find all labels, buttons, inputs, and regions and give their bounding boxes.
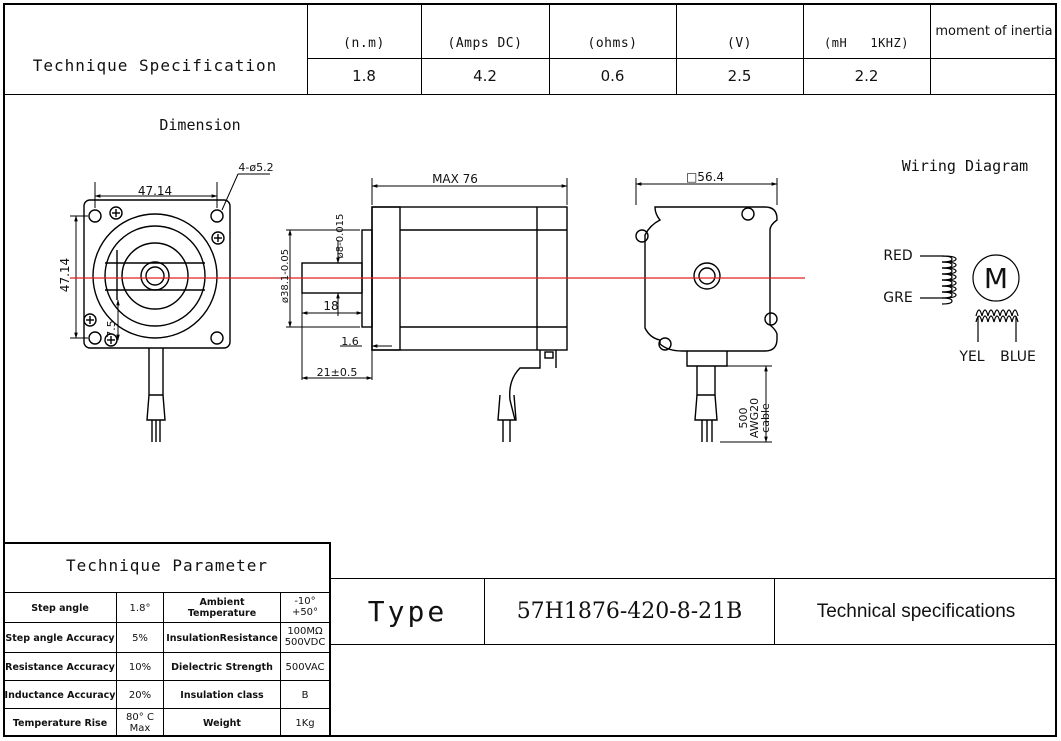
param-label: Insulation class bbox=[180, 689, 264, 701]
holes-label: 4-ø5.2 bbox=[238, 160, 274, 174]
param-label: Dielectric Strength bbox=[171, 661, 273, 673]
param-rule bbox=[3, 652, 331, 653]
inductance-value: 2.2 bbox=[854, 67, 879, 85]
wire-gre-label: GRE bbox=[883, 290, 913, 306]
voltage-unit: (V) bbox=[727, 35, 752, 51]
header-mid-rule bbox=[307, 58, 1057, 59]
rear-view bbox=[635, 206, 778, 442]
param-value-line: 100MΩ bbox=[287, 626, 323, 637]
param-value: 100MΩ 500VDC bbox=[281, 626, 329, 652]
torque-value: 1.8 bbox=[352, 67, 376, 85]
wire-blue-label: BLUE bbox=[1000, 349, 1036, 365]
max-length-label: MAX 76 bbox=[432, 172, 478, 186]
wiring-title: Wiring Diagram bbox=[901, 157, 1029, 175]
param-rule bbox=[3, 708, 331, 709]
parameter-title: Technique Parameter bbox=[65, 555, 269, 575]
front-width-label: 47.14 bbox=[137, 184, 173, 198]
param-col-rule bbox=[280, 592, 281, 737]
dimension-title: Dimension bbox=[159, 116, 241, 134]
type-divider bbox=[484, 578, 485, 644]
param-value: -10° +50° bbox=[281, 596, 329, 622]
param-value-line: 500VDC bbox=[284, 637, 326, 648]
type-top-rule bbox=[330, 578, 1057, 579]
param-value: 500VAC bbox=[285, 661, 325, 673]
header-divider bbox=[307, 3, 308, 94]
wire-yel-label: YEL bbox=[959, 349, 985, 365]
cable-label: 500 AWG20 cable bbox=[737, 378, 778, 458]
param-label: Resistance Accuracy bbox=[5, 661, 115, 673]
front-view bbox=[83, 199, 231, 442]
cable-word: cable bbox=[759, 403, 772, 433]
header-col-rule bbox=[549, 3, 550, 94]
header-col-rule bbox=[930, 3, 931, 94]
drawing-frame bbox=[3, 3, 1057, 737]
param-label: Inductance Accuracy bbox=[4, 689, 116, 701]
header-col-rule bbox=[421, 3, 422, 94]
param-value: B bbox=[301, 689, 309, 701]
tech-specs-label: Technical specifications bbox=[816, 600, 1016, 622]
current-unit: (Amps DC) bbox=[447, 35, 523, 51]
wire-red-label: RED bbox=[883, 248, 913, 264]
inertia-unit: moment of inertia bbox=[935, 23, 1053, 39]
param-label: Step angle bbox=[31, 602, 89, 614]
header-bottom-rule bbox=[3, 94, 1057, 95]
resistance-value: 0.6 bbox=[600, 67, 625, 85]
param-col-rule bbox=[116, 592, 117, 737]
param-value: 5% bbox=[132, 632, 148, 644]
shaft-len-label: 18 bbox=[323, 299, 339, 313]
param-value: 10% bbox=[128, 661, 152, 673]
square-label: □56.4 bbox=[685, 170, 725, 184]
front-height-label: 47.14 bbox=[58, 257, 72, 293]
param-label: Temperature Rise bbox=[12, 717, 108, 729]
motor-symbol: M bbox=[983, 261, 1009, 295]
current-value: 4.2 bbox=[473, 67, 497, 85]
param-col-rule bbox=[163, 592, 164, 737]
wiring-diagram bbox=[920, 254, 1020, 342]
param-rule bbox=[3, 622, 331, 623]
param-value: 20% bbox=[128, 689, 152, 701]
param-label: Ambient Temperature bbox=[187, 597, 257, 619]
param-rule bbox=[3, 680, 331, 681]
torque-unit: (n.m) bbox=[343, 35, 385, 51]
type-bottom-rule bbox=[330, 644, 1057, 645]
model-number: 57H1876-420-8-21B bbox=[516, 599, 743, 624]
param-label: Step angle Accuracy bbox=[5, 632, 115, 644]
spec-title: Technique Specification bbox=[32, 55, 278, 75]
param-value: 1Kg bbox=[295, 717, 315, 729]
param-value-line: +50° bbox=[291, 607, 319, 618]
shaft-total-label: 21±0.5 bbox=[316, 365, 358, 379]
header-col-rule bbox=[803, 3, 804, 94]
shaft-dia-label: ø8-0.015 bbox=[334, 213, 346, 259]
offset-label: 7.5 bbox=[104, 320, 118, 338]
pilot-dia-label: ø38.1-0.05 bbox=[279, 248, 291, 304]
param-label: Weight bbox=[203, 717, 241, 729]
param-rule bbox=[3, 592, 331, 593]
type-divider bbox=[774, 578, 775, 644]
type-label: Type bbox=[367, 595, 448, 628]
header-col-rule bbox=[676, 3, 677, 94]
parameter-table bbox=[3, 542, 331, 737]
voltage-value: 2.5 bbox=[727, 67, 752, 85]
inductance-unit: (mH 1KHZ) bbox=[824, 36, 909, 50]
param-value: 80° C Max bbox=[126, 712, 154, 734]
param-label: InsulationResistance bbox=[166, 632, 278, 644]
pilot-depth-label: 1.6 bbox=[341, 334, 359, 348]
param-value-line: -10° bbox=[294, 596, 316, 607]
param-value: 1.8° bbox=[129, 602, 151, 614]
resistance-unit: (ohms) bbox=[587, 35, 638, 51]
